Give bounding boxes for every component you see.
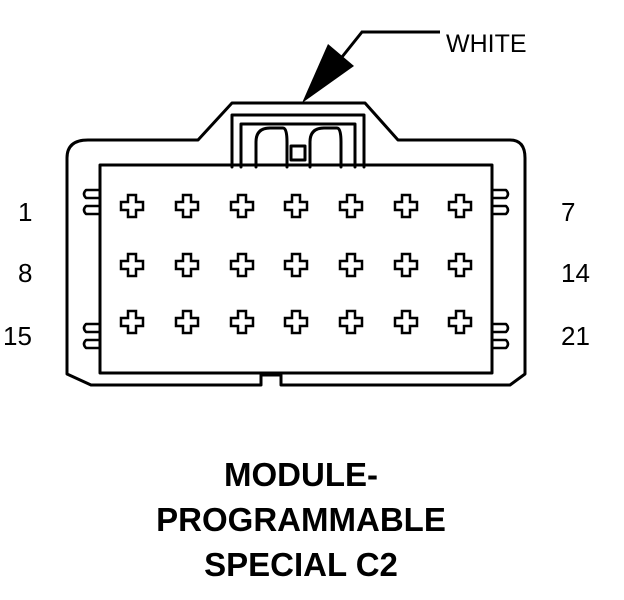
pin-number-14: 14 <box>561 258 590 288</box>
pin-cavity-8 <box>119 252 145 278</box>
pin-cavity-16 <box>174 309 200 335</box>
pin-cavity-7 <box>447 193 473 219</box>
connector-caption: MODULE- PROGRAMMABLE SPECIAL C2 <box>0 452 602 587</box>
connector-face <box>98 163 494 375</box>
pin-cavity-14 <box>447 252 473 278</box>
caption-line-1: MODULE- <box>224 456 378 493</box>
pin-cavity-10 <box>229 252 255 278</box>
pin-number-7: 7 <box>561 197 576 227</box>
connector-housing-outline <box>65 101 527 387</box>
pin-cavity-18 <box>283 309 309 335</box>
pin-cavity-11 <box>283 252 309 278</box>
pin-cavity-12 <box>338 252 364 278</box>
pin-cavity-1 <box>119 193 145 219</box>
locking-tab <box>230 113 366 169</box>
connector-color-label: WHITE <box>446 30 527 58</box>
color-leader-arrow <box>302 30 440 103</box>
pin-cavity-19 <box>338 309 364 335</box>
pin-cavity-20 <box>393 309 419 335</box>
pin-number-8: 8 <box>18 258 33 288</box>
pin-cavity-17 <box>229 309 255 335</box>
pin-cavities <box>119 193 473 335</box>
pin-cavity-13 <box>393 252 419 278</box>
caption-line-3: SPECIAL C2 <box>204 546 398 583</box>
side-latches <box>82 188 510 350</box>
pin-cavity-2 <box>174 193 200 219</box>
pin-cavity-21 <box>447 309 473 335</box>
pin-cavity-6 <box>393 193 419 219</box>
pin-cavity-9 <box>174 252 200 278</box>
pin-cavity-5 <box>338 193 364 219</box>
pin-number-15: 15 <box>3 321 32 351</box>
pin-number-1: 1 <box>18 197 33 227</box>
pin-cavity-15 <box>119 309 145 335</box>
pin-number-21: 21 <box>561 321 590 351</box>
caption-line-2: PROGRAMMABLE <box>156 501 446 538</box>
pin-cavity-4 <box>283 193 309 219</box>
pin-cavity-3 <box>229 193 255 219</box>
